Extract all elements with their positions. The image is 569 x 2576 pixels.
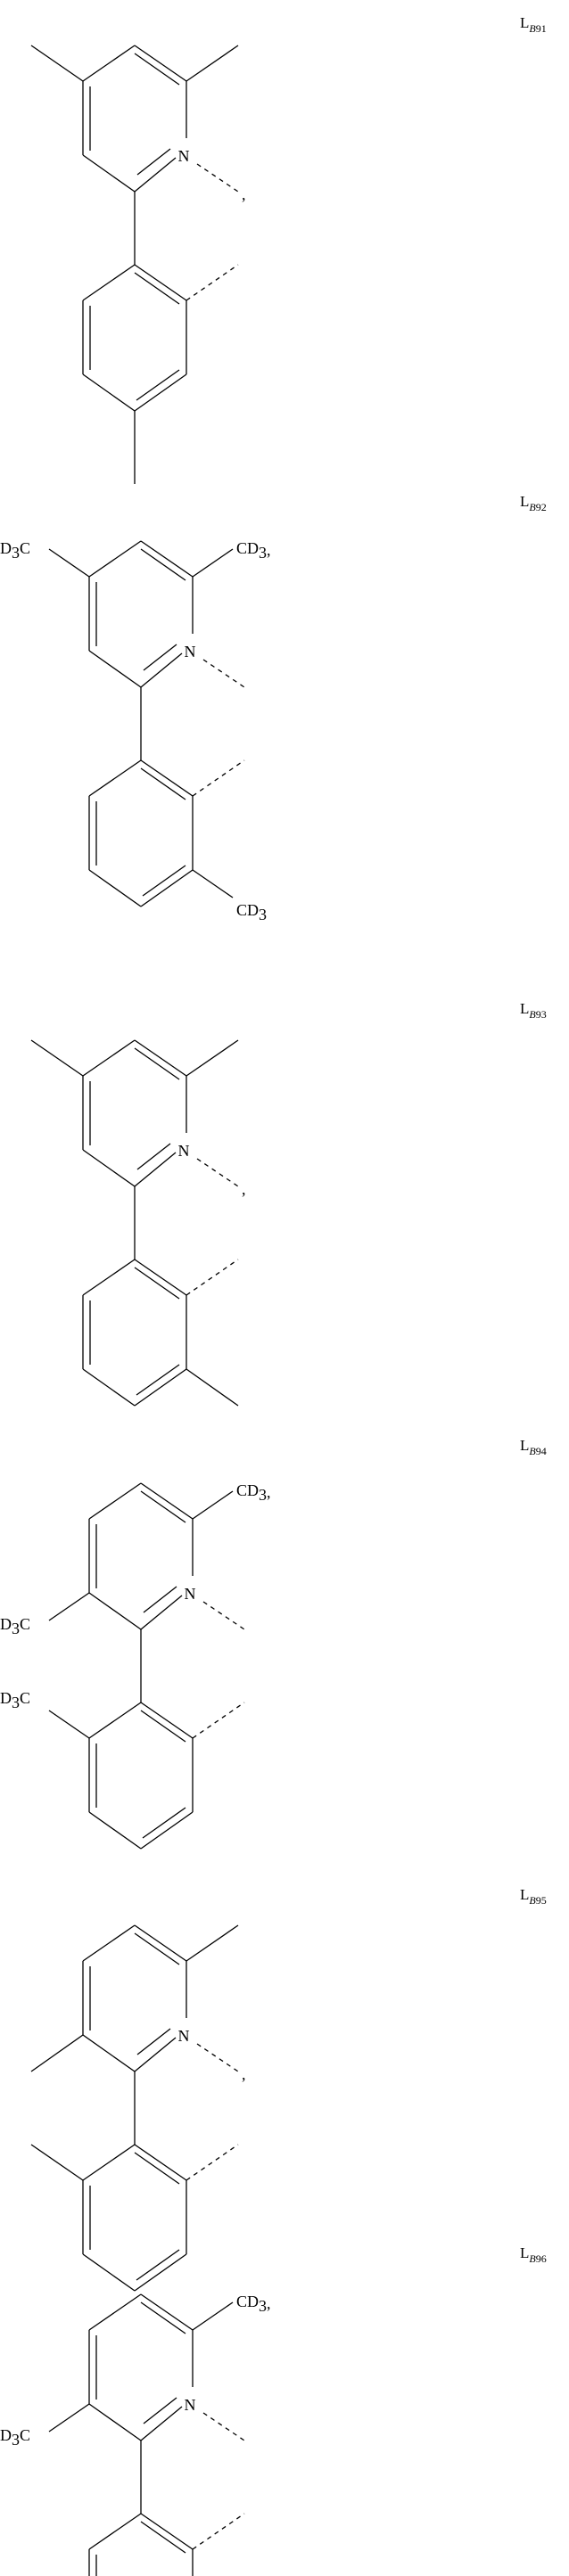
structure-lb94: LB94 N CD	[0, 1284, 569, 1711]
molecule-drawing: N ,	[0, 856, 569, 1355]
structure-lb96: LB96 N CD	[0, 2130, 569, 2576]
structure-lb93: LB93 N ,	[0, 856, 569, 1284]
comma: ,	[242, 1180, 246, 1198]
cd3-group: CD3,	[236, 2293, 271, 2315]
nitrogen-atom: N	[178, 2027, 190, 2045]
nitrogen-atom: N	[185, 2396, 196, 2414]
d3c-group: D3C	[0, 539, 30, 562]
structure-lb92: LB92 N	[0, 428, 569, 856]
cd3-group: CD3,	[236, 539, 271, 562]
nitrogen-atom: N	[178, 1142, 190, 1160]
nitrogen-atom: N	[185, 643, 196, 660]
nitrogen-atom: N	[185, 1585, 196, 1603]
structure-lb95: LB95 N ,	[0, 1694, 569, 2130]
d3c-group: D3C	[0, 2426, 30, 2449]
nitrogen-atom: N	[178, 147, 190, 165]
cd3-group: CD3,	[236, 1481, 271, 1504]
molecule-drawing: N ,	[0, 0, 569, 428]
comma: ,	[242, 185, 246, 203]
molecule-drawing: N CD3, D3C D3C	[0, 2130, 569, 2576]
structure-lb91: LB91	[0, 0, 569, 428]
comma: ,	[242, 2065, 246, 2083]
d3c-group: D3C	[0, 1615, 30, 1637]
molecule-drawing: N D3C CD3, CD3	[0, 428, 569, 856]
